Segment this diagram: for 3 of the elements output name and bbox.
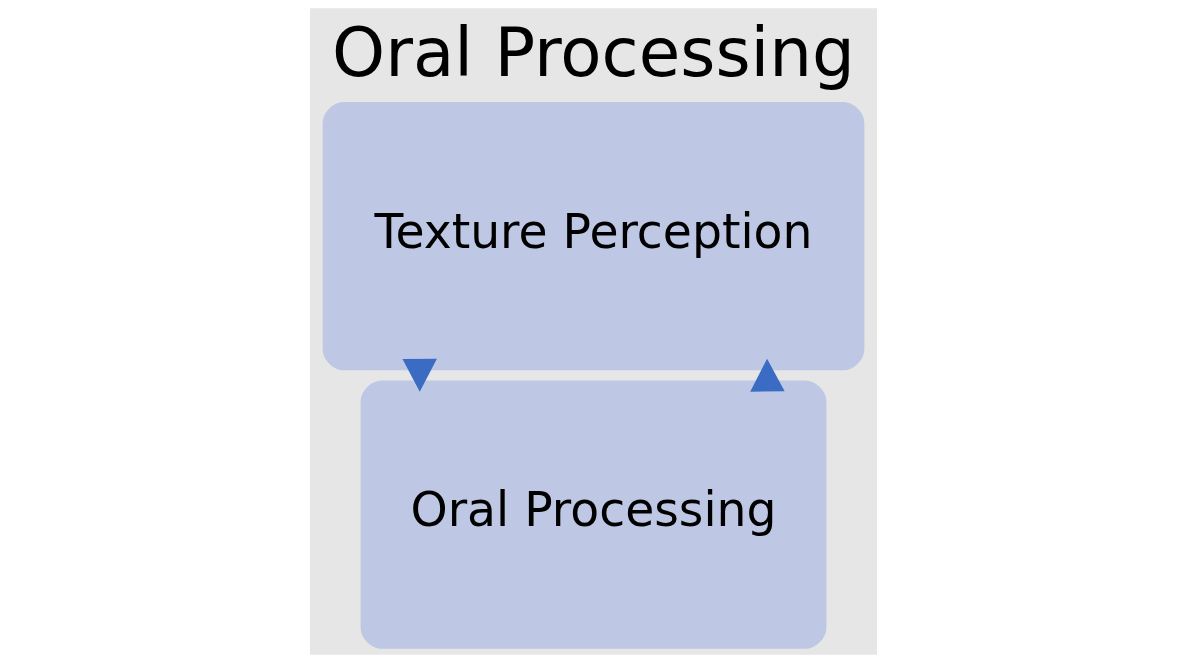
arrow — [749, 358, 785, 392]
arrow — [401, 358, 437, 392]
diagram-title: Oral Processing — [331, 12, 855, 92]
